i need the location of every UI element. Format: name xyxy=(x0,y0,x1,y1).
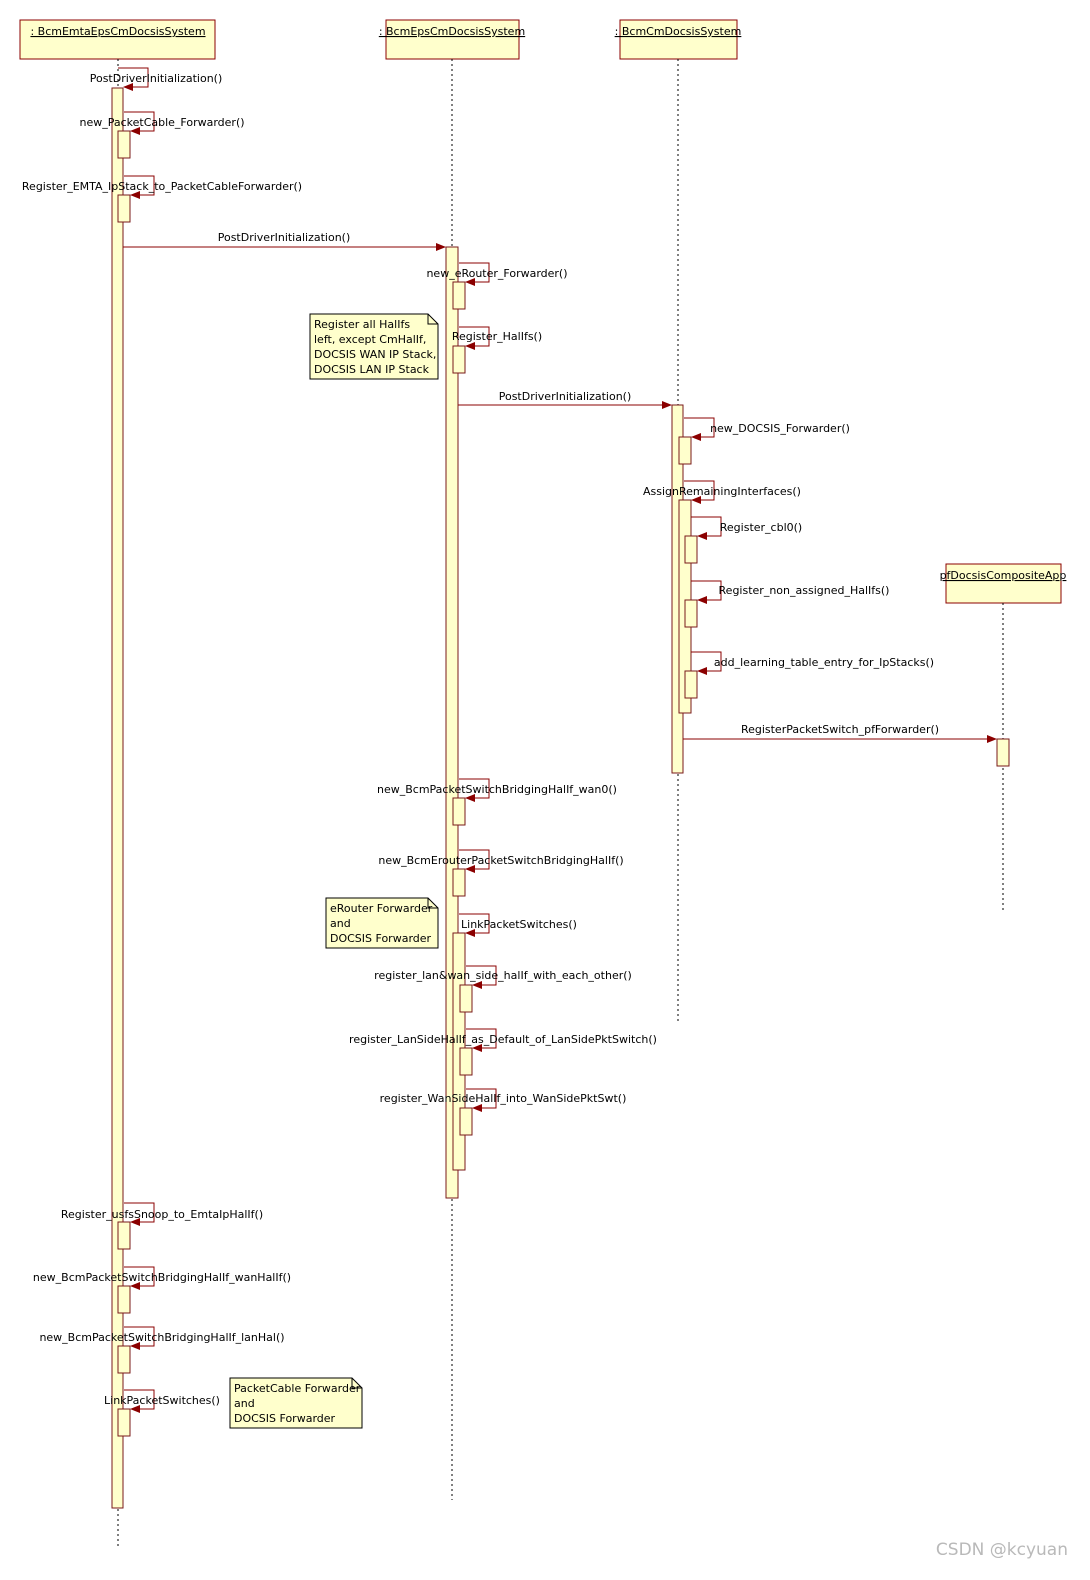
object-cm: : BcmCmDocsisSystem xyxy=(615,19,742,60)
message-13: new_BcmPacketSwitchBridgingHalIf_wan0() xyxy=(377,778,617,802)
object-pf: pfDocsisCompositeApp xyxy=(940,563,1067,604)
note-line: DOCSIS Forwarder xyxy=(330,932,432,945)
message-10: Register_non_assigned_HalIfs() xyxy=(691,580,890,604)
note-line: and xyxy=(330,917,351,930)
message-12: RegisterPacketSwitch_pfForwarder() xyxy=(683,723,997,743)
activation-bar xyxy=(117,1408,131,1437)
message-label: PostDriverInitialization() xyxy=(90,72,223,85)
message-11: add_learning_table_entry_for_IpStacks() xyxy=(691,651,934,675)
message-1: new_PacketCable_Forwarder() xyxy=(79,111,245,135)
message-label: LinkPacketSwitches() xyxy=(104,1394,220,1407)
activation-bar xyxy=(678,436,692,465)
message-label: PostDriverInitialization() xyxy=(499,390,632,403)
message-0: PostDriverInitialization() xyxy=(90,67,223,91)
message-label: Register_cbl0() xyxy=(720,521,802,534)
message-label: Register_usfsSnoop_to_EmtaIpHalIf() xyxy=(61,1208,263,1221)
activation-bar xyxy=(996,738,1010,767)
message-label: Register_HalIfs() xyxy=(452,330,542,343)
message-label: new_PacketCable_Forwarder() xyxy=(79,116,244,129)
message-6: PostDriverInitialization() xyxy=(458,390,672,409)
note-line: Register all HalIfs xyxy=(314,318,410,331)
message-label: register_WanSideHalIf_into_WanSidePktSwt… xyxy=(380,1092,627,1105)
note-line: DOCSIS Forwarder xyxy=(234,1412,336,1425)
activation-bar xyxy=(452,345,466,374)
message-label: RegisterPacketSwitch_pfForwarder() xyxy=(741,723,939,736)
object-emta: : BcmEmtaEpsCmDocsisSystem xyxy=(19,19,216,60)
watermark: CSDN @kcyuan xyxy=(935,1540,1068,1560)
activation-bar xyxy=(117,1285,131,1314)
message-label: register_LanSideHalIf_as_Default_of_LanS… xyxy=(349,1033,657,1046)
message-16: register_lan&wan_side_halIf_with_each_ot… xyxy=(374,965,632,989)
note-line: PacketCable Forwarder xyxy=(234,1382,361,1395)
message-label: AssignRemainingInterfaces() xyxy=(643,485,801,498)
activation-bar xyxy=(452,281,466,310)
message-label: new_BcmPacketSwitchBridgingHalIf_wanHalI… xyxy=(33,1271,291,1284)
activation-bar xyxy=(684,670,698,699)
activation-bar xyxy=(117,1345,131,1374)
note-erouter-docsis: eRouter Forwarder and DOCSIS Forwarder xyxy=(325,897,439,949)
message-label: register_lan&wan_side_halIf_with_each_ot… xyxy=(374,969,632,982)
note-line: DOCSIS LAN IP Stack xyxy=(314,363,430,376)
object-eps: : BcmEpsCmDocsisSystem xyxy=(379,19,525,60)
message-label: new_BcmPacketSwitchBridgingHalIf_wan0() xyxy=(377,783,617,796)
object-pf-label: pfDocsisCompositeApp xyxy=(940,569,1067,582)
note-register-halifs: Register all HalIfs left, except CmHalIf… xyxy=(309,313,439,380)
message-15: LinkPacketSwitches() xyxy=(459,913,577,937)
object-emta-label: : BcmEmtaEpsCmDocsisSystem xyxy=(30,25,205,38)
activation-bar xyxy=(452,868,466,897)
message-label: PostDriverInitialization() xyxy=(218,231,351,244)
message-8: AssignRemainingInterfaces() xyxy=(643,480,801,504)
activation-bar xyxy=(452,797,466,826)
message-20: new_BcmPacketSwitchBridgingHalIf_wanHalI… xyxy=(33,1266,291,1290)
message-21: new_BcmPacketSwitchBridgingHalIf_lanHal(… xyxy=(39,1326,285,1350)
message-22: LinkPacketSwitches() xyxy=(104,1389,220,1413)
note-packetcable-docsis: PacketCable Forwarder and DOCSIS Forward… xyxy=(229,1377,363,1429)
message-18: register_WanSideHalIf_into_WanSidePktSwt… xyxy=(380,1088,627,1112)
message-17: register_LanSideHalIf_as_Default_of_LanS… xyxy=(349,1028,657,1052)
note-line: DOCSIS WAN IP Stack, xyxy=(314,348,436,361)
activation-bar xyxy=(111,87,124,1509)
message-label: new_eRouter_Forwarder() xyxy=(426,267,567,280)
message-4: new_eRouter_Forwarder() xyxy=(426,262,568,286)
activation-bar xyxy=(459,1107,473,1136)
message-label: new_BcmErouterPacketSwitchBridgingHalIf(… xyxy=(378,854,623,867)
message-label: new_DOCSIS_Forwarder() xyxy=(710,422,850,435)
message-label: Register_non_assigned_HalIfs() xyxy=(719,584,890,597)
activation-bar xyxy=(459,1047,473,1076)
activation-bar xyxy=(459,984,473,1013)
message-label: add_learning_table_entry_for_IpStacks() xyxy=(714,656,934,669)
message-3: PostDriverInitialization() xyxy=(123,231,446,251)
activation-bar xyxy=(117,1221,131,1250)
message-label: new_BcmPacketSwitchBridgingHalIf_lanHal(… xyxy=(39,1331,284,1344)
object-cm-label: : BcmCmDocsisSystem xyxy=(615,25,742,38)
message-label: Register_EMTA_IpStack_to_PacketCableForw… xyxy=(22,180,302,193)
activation-bar xyxy=(684,599,698,628)
activation-bar xyxy=(117,130,131,159)
message-5: Register_HalIfs() xyxy=(452,326,542,350)
activation-bar xyxy=(117,194,131,223)
message-7: new_DOCSIS_Forwarder() xyxy=(684,417,850,441)
message-9: Register_cbl0() xyxy=(691,516,802,540)
note-line: eRouter Forwarder xyxy=(330,902,433,915)
message-2: Register_EMTA_IpStack_to_PacketCableForw… xyxy=(22,175,302,199)
note-line: and xyxy=(234,1397,255,1410)
message-label: LinkPacketSwitches() xyxy=(461,918,577,931)
activation-bar xyxy=(684,535,698,564)
message-19: Register_usfsSnoop_to_EmtaIpHalIf() xyxy=(61,1202,263,1226)
note-line: left, except CmHalIf, xyxy=(314,333,426,346)
message-14: new_BcmErouterPacketSwitchBridgingHalIf(… xyxy=(378,849,624,873)
object-eps-label: : BcmEpsCmDocsisSystem xyxy=(379,25,525,38)
